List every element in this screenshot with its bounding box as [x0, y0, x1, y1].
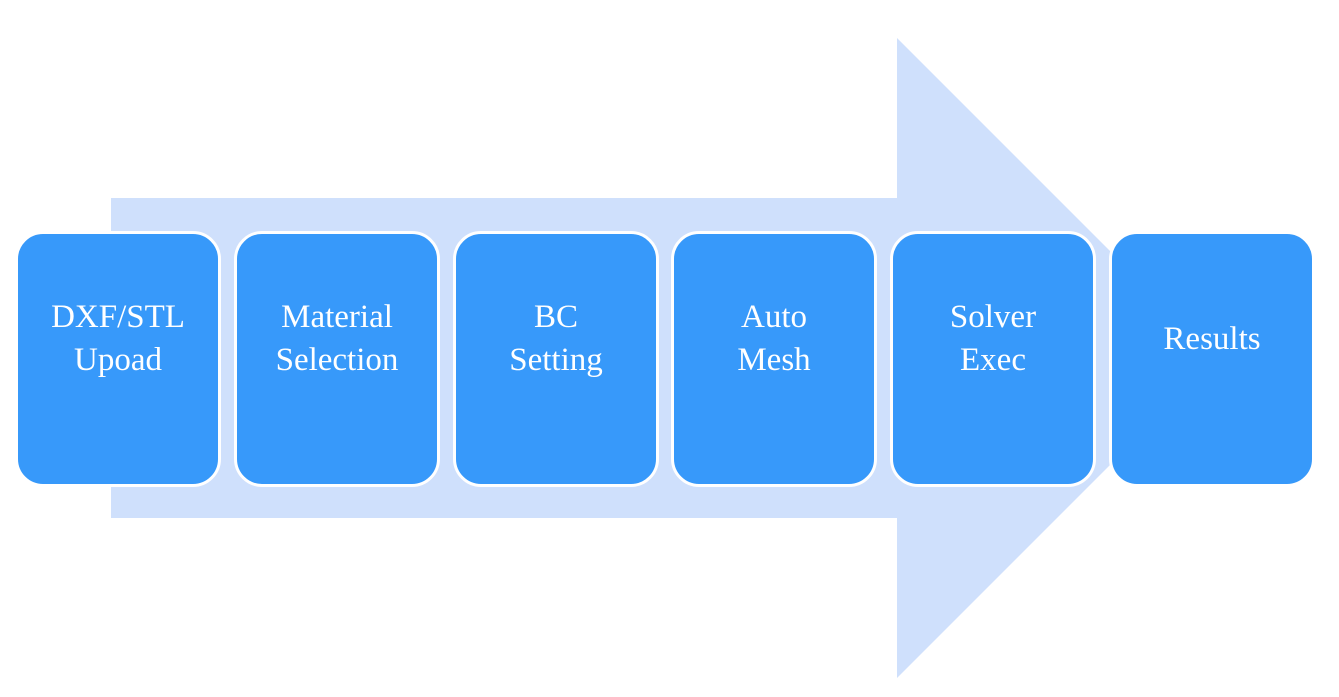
step-label: BC Setting — [509, 299, 603, 378]
step-bc-setting[interactable]: BC Setting — [453, 231, 659, 487]
step-label: Solver Exec — [949, 299, 1037, 378]
step-material-selection[interactable]: Material Selection — [234, 231, 440, 487]
step-solver-exec[interactable]: Solver Exec — [890, 231, 1096, 487]
step-dxf-stl-upload[interactable]: DXF/STL Upoad — [15, 231, 221, 487]
step-auto-mesh[interactable]: Auto Mesh — [671, 231, 877, 487]
step-results[interactable]: Results — [1109, 231, 1315, 487]
step-label: Results — [1163, 320, 1261, 357]
step-label: Material Selection — [275, 299, 399, 378]
arrow-body — [111, 38, 1217, 678]
step-label: Auto Mesh — [737, 299, 811, 378]
step-label: DXF/STL Upoad — [51, 299, 185, 378]
